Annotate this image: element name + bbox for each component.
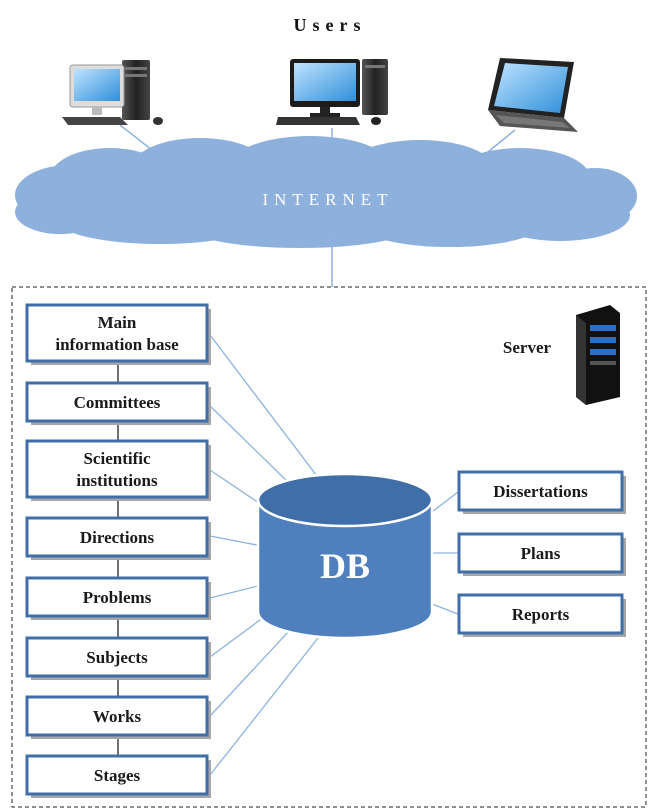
desktop-computer-icon (62, 60, 163, 125)
internet-label: INTERNET (262, 190, 393, 209)
module-label: Plans (521, 544, 561, 563)
module-label: Works (93, 707, 142, 726)
module-box-scientific-institutions: Scientific institutions (25, 439, 211, 501)
module-box-dissertations: Dissertations (457, 470, 626, 514)
server-boundary (11, 286, 647, 808)
module-label: information base (55, 335, 179, 354)
module-label: Main (98, 313, 137, 332)
module-label: institutions (76, 471, 158, 490)
module-box-stages: Stages (25, 754, 211, 798)
module-label: Dissertations (493, 482, 588, 501)
module-box-problems: Problems (25, 576, 211, 620)
monitor-computer-icon (276, 59, 388, 125)
left-module-connectors (209, 334, 321, 776)
database-label: DB (320, 546, 370, 586)
module-box-subjects: Subjects (25, 636, 211, 680)
module-label: Reports (512, 605, 570, 624)
module-label: Committees (74, 393, 161, 412)
right-module-connectors (431, 491, 459, 615)
module-box-works: Works (25, 695, 211, 739)
module-box-directions: Directions (25, 516, 211, 560)
module-box-committees: Committees (25, 381, 211, 425)
module-label: Stages (94, 766, 141, 785)
module-box-reports: Reports (457, 593, 626, 637)
module-label: Problems (83, 588, 152, 607)
module-box-main-information-base: Main information base (25, 303, 211, 365)
server-label: Server (503, 338, 552, 357)
internet-cloud (15, 136, 637, 248)
users-title: Users (294, 15, 367, 35)
module-label: Directions (80, 528, 155, 547)
module-label: Scientific (83, 449, 150, 468)
database-cylinder (256, 472, 434, 640)
laptop-icon (488, 58, 578, 132)
server-tower-icon (576, 305, 620, 405)
module-label: Subjects (86, 648, 148, 667)
module-box-plans: Plans (457, 532, 626, 576)
left-module-list: Main information baseCommitteesScientific… (25, 303, 211, 798)
